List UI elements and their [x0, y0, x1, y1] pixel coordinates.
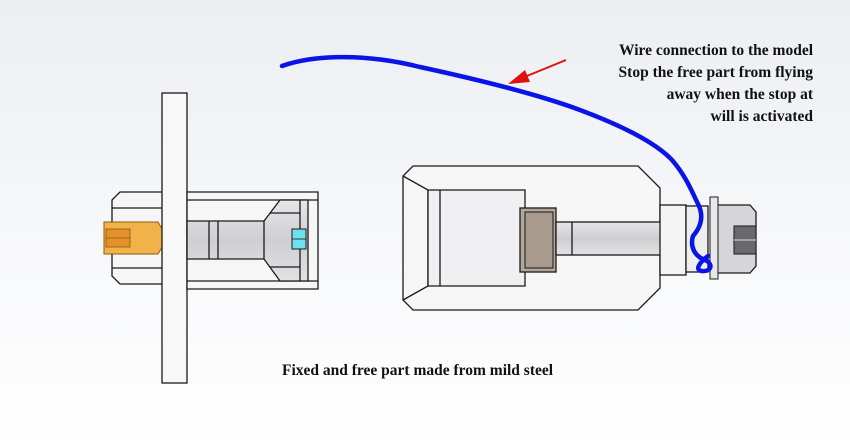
red-arrow-icon: [508, 59, 567, 84]
wire-annotation: Wire connection to the model Stop the fr…: [619, 40, 813, 128]
brass-insert: [103, 221, 165, 255]
bushing: [519, 207, 557, 273]
annotation-line-4: will is activated: [710, 108, 813, 125]
annotation-line-2: Stop the free part from flying: [618, 64, 813, 81]
annotation-line-1: Wire connection to the model: [618, 42, 813, 59]
cyan-detail: [291, 228, 307, 250]
material-caption: Fixed and free part made from mild steel: [282, 362, 554, 379]
annotation-line-3: away when the stop at: [666, 86, 813, 103]
fixed-part: [103, 92, 319, 384]
wire-icon: [279, 54, 713, 274]
mounting-plate: [161, 92, 188, 384]
free-part: [402, 165, 757, 311]
